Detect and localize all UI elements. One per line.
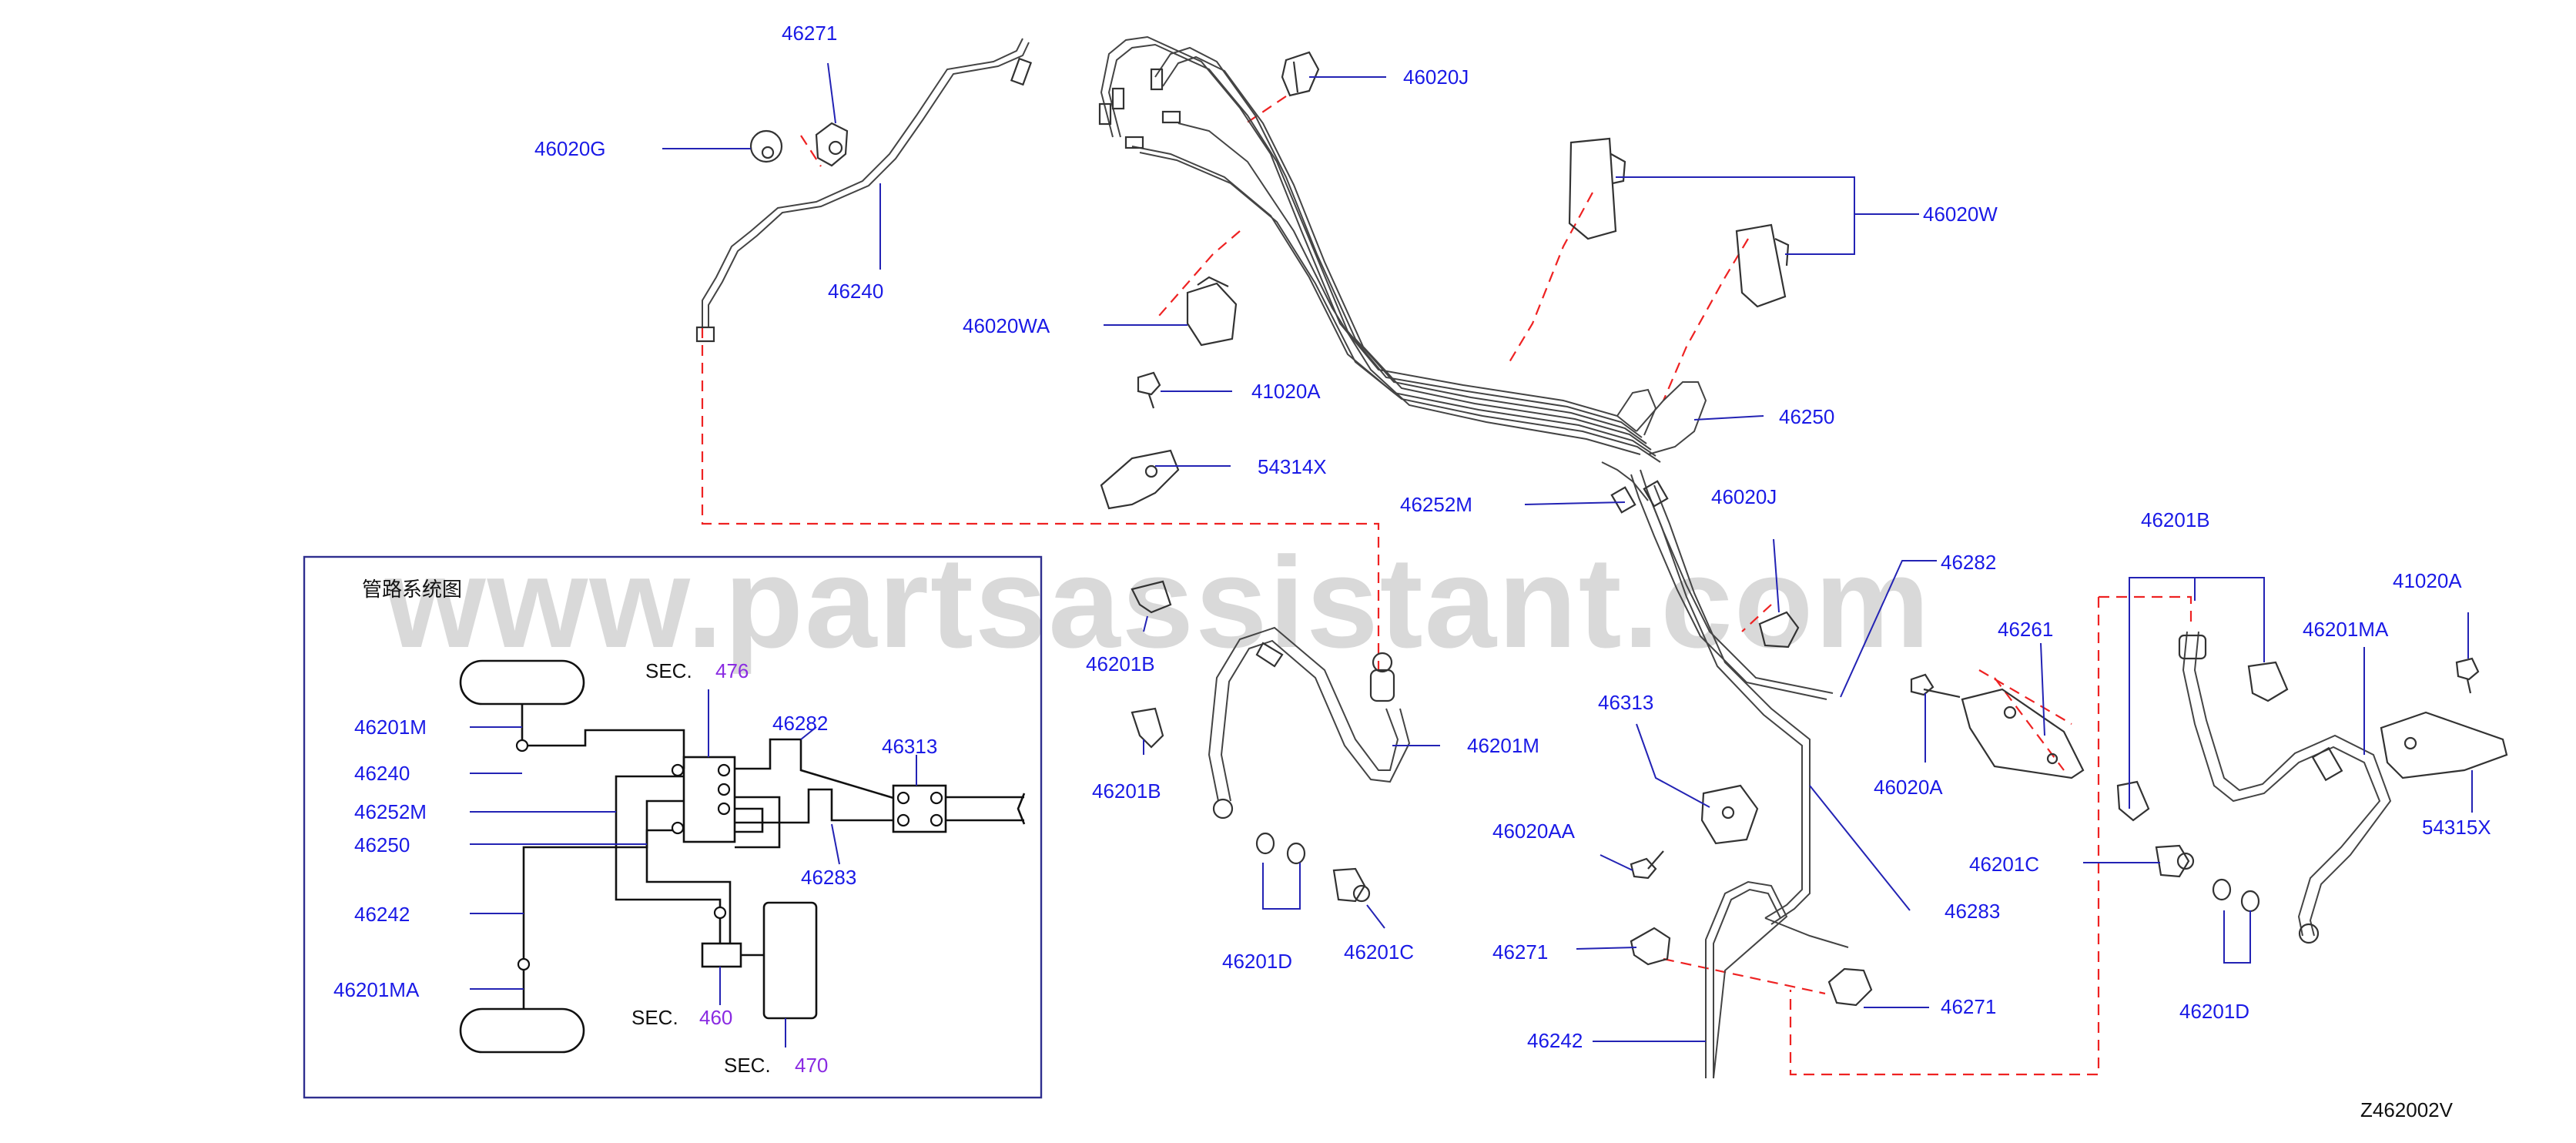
label-46252M: 46252M (1400, 493, 1472, 516)
junction-block (892, 784, 947, 833)
clip-46201B-right (2116, 661, 2289, 822)
label-46020G: 46020G (534, 137, 606, 160)
sec-460-prefix: SEC. (631, 1006, 678, 1029)
label-46250: 46250 (1779, 405, 1834, 428)
washers-46201D-left (1255, 832, 1306, 865)
label-46282: 46282 (1941, 551, 1996, 574)
label-46020W: 46020W (1923, 203, 1998, 226)
label-46201M: 46201M (1467, 734, 1539, 757)
label-46201B-left1: 46201B (1086, 652, 1155, 675)
inset-frame (303, 555, 1043, 1099)
brake-hose-46201MA (2178, 631, 2392, 944)
diagram-code: Z462002V (2360, 1098, 2454, 1121)
clip-46271-top (815, 122, 849, 167)
clamp-46020W (1568, 137, 1790, 308)
sec-470-prefix: SEC. (724, 1054, 771, 1077)
label-46020J-top: 46020J (1403, 65, 1469, 89)
clip-46271-low (1827, 967, 1873, 1007)
label-46271-mid: 46271 (1492, 940, 1548, 964)
junction-46313 (1700, 784, 1759, 845)
label-46020A: 46020A (1874, 776, 1943, 799)
brake-hose-46201M (1208, 626, 1411, 820)
brake-pipe-46242 (1705, 880, 1849, 1079)
label-46201C-right: 46201C (1969, 853, 2039, 876)
label-46240: 46240 (828, 280, 883, 303)
label-46201B-right: 46201B (2141, 508, 2210, 531)
inset-label-46201M: 46201M (354, 716, 427, 739)
sec-476-number: 476 (715, 659, 749, 682)
sec-476-prefix: SEC. (645, 659, 692, 682)
label-46201C-left: 46201C (1344, 940, 1414, 964)
label-46020J-mid: 46020J (1711, 485, 1777, 508)
washers-46201D-right (2212, 878, 2260, 913)
dashed-reference-lines (701, 96, 2192, 1076)
clamp-46020J-mid (1758, 611, 1800, 649)
label-46020WA: 46020WA (963, 314, 1050, 337)
label-41020A-mid: 41020A (1251, 380, 1321, 403)
piping-schematic-inset: 管路系统图 SEC. 476 SEC. 460 SEC. 470 (303, 555, 1043, 1099)
bracket-54314X (1100, 449, 1180, 510)
bolt-46020AA (1630, 850, 1664, 880)
label-46201D-right: 46201D (2179, 1000, 2249, 1023)
label-46242: 46242 (1527, 1029, 1583, 1052)
clamp-46020J-top (1281, 51, 1320, 97)
label-54314X: 54314X (1258, 455, 1327, 478)
union-bolt-46201C-left (1332, 867, 1371, 903)
label-41020A-right: 41020A (2393, 569, 2462, 592)
label-46271-low: 46271 (1941, 995, 1996, 1018)
inset-label-46252M: 46252M (354, 800, 427, 823)
bolt-41020A-mid (1137, 371, 1161, 409)
bracket-54315X (2380, 711, 2508, 779)
inset-label-46283: 46283 (801, 866, 856, 889)
clip-46201B-left (1131, 580, 1172, 749)
inset-label-46240: 46240 (354, 762, 410, 785)
label-54315X: 54315X (2422, 816, 2491, 839)
brake-pipe-bundle-46250 (1098, 35, 1834, 925)
label-46201B-left2: 46201B (1092, 779, 1161, 803)
rear-brake-drum (459, 1007, 585, 1054)
leader-lines (662, 62, 2473, 1042)
label-46283: 46283 (1945, 900, 2000, 923)
sec-470-number: 470 (795, 1054, 828, 1077)
inset-label-46201MA: 46201MA (333, 978, 420, 1001)
union-bolt-46201C-right (2155, 844, 2195, 878)
watermark: www.partsassistant.com (384, 530, 1931, 675)
label-46261: 46261 (1998, 618, 2053, 641)
label-46313: 46313 (1598, 691, 1653, 714)
callout-labels: 46271 46020G 46240 46020J 46020W 46020WA… (534, 22, 2491, 1052)
bolt-41020A-right (2455, 657, 2480, 694)
booster-valve (701, 942, 742, 968)
brake-pipe-46240 (695, 38, 1033, 343)
clamp-46020WA (1186, 276, 1238, 347)
bolt-46020A (1910, 673, 1961, 699)
label-46201D-left: 46201D (1222, 950, 1292, 973)
clip-46271-mid (1630, 927, 1671, 966)
sec-460-number: 460 (699, 1006, 732, 1029)
label-46271-top: 46271 (782, 22, 837, 45)
label-46201MA: 46201MA (2303, 618, 2389, 641)
inset-label-46242: 46242 (354, 903, 410, 926)
label-46020AA: 46020AA (1492, 820, 1576, 843)
grommet-46020G (749, 129, 783, 163)
bracket-46261 (1961, 688, 2085, 779)
inset-label-46282: 46282 (772, 712, 828, 735)
brake-booster (762, 901, 818, 1020)
inset-label-46313: 46313 (882, 735, 937, 758)
inset-label-46250: 46250 (354, 833, 410, 856)
inset-title: 管路系统图 (362, 578, 462, 601)
